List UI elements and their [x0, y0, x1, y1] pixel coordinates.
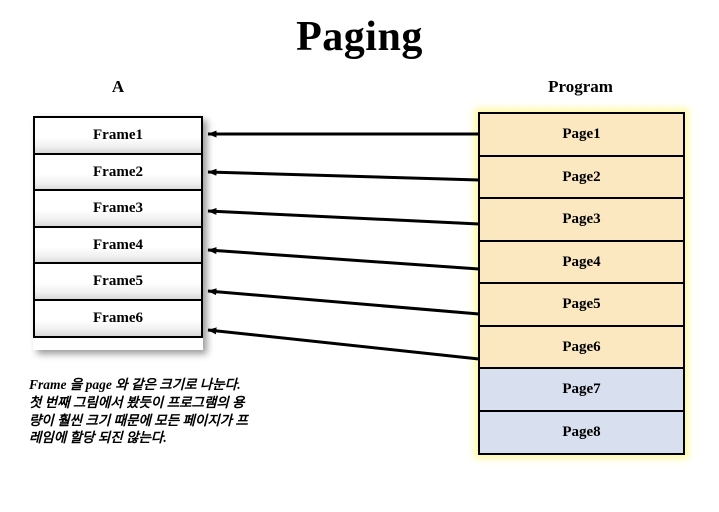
page-row[interactable]: Page7	[478, 367, 685, 412]
page-stack: Page1 Page2 Page3 Page4 Page5 Page6 Page…	[478, 112, 685, 455]
frame-row[interactable]: Frame2	[33, 152, 203, 192]
frame-stack: Frame1 Frame2 Frame3 Frame4 Frame5 Frame…	[33, 116, 203, 350]
mapping-arrow-page2-frame2	[207, 168, 480, 182]
caption-text: Frame 을 page 와 같은 크기로 나눈다. 첫 번째 그림에서 봤듯이…	[29, 377, 248, 446]
mapping-arrow-page4-frame4	[207, 247, 480, 271]
mapping-arrow-page5-frame5	[207, 288, 480, 316]
page-row[interactable]: Page4	[478, 239, 685, 285]
page-row[interactable]: Page6	[478, 324, 685, 370]
frame-row[interactable]: Frame5	[33, 262, 203, 301]
frame-row[interactable]: Frame4	[33, 225, 203, 265]
frame-row[interactable]: Frame1	[33, 116, 203, 155]
mapping-arrow-page6-frame6	[207, 327, 480, 361]
page-title: Paging	[296, 14, 423, 60]
page-row[interactable]: Page8	[478, 409, 685, 455]
page-row[interactable]: Page5	[478, 282, 685, 327]
frame-row[interactable]: Frame6	[33, 298, 203, 338]
page-row[interactable]: Page3	[478, 197, 685, 242]
right-column-heading: Program	[548, 77, 613, 96]
frame-row[interactable]: Frame3	[33, 189, 203, 228]
page-row[interactable]: Page2	[478, 154, 685, 200]
left-column-heading: A	[111, 77, 125, 96]
page-row[interactable]: Page1	[478, 112, 685, 157]
mapping-arrow-page3-frame3	[207, 207, 480, 226]
